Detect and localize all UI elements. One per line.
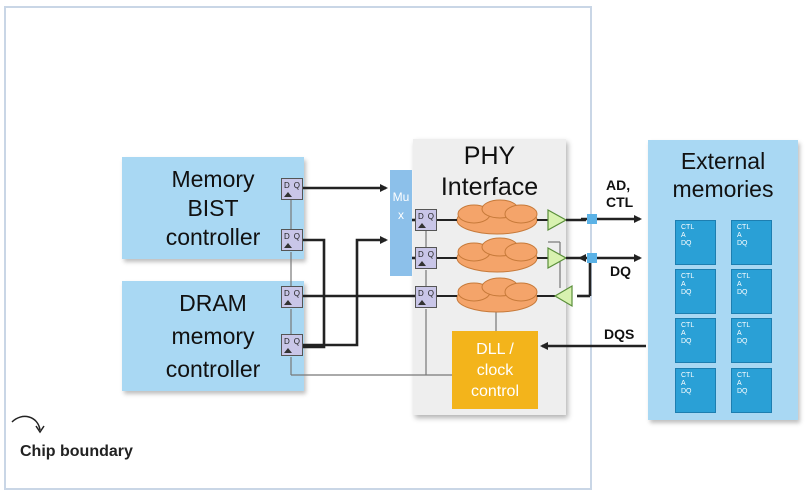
signal-label-dqs: DQS [604,326,635,342]
chip-boundary-icon [11,415,45,434]
chip-boundary-label: Chip boundary [20,443,133,460]
thick-wires [303,184,646,350]
dll-clock-control-block: DLL / clock control [452,331,538,409]
memory-bist-label: Memory BIST controller [165,165,261,250]
phy-interface-title: PHY Interface [440,142,539,201]
pad-dq [587,253,597,263]
signal-label-ad-ctl: AD, CTL [606,177,634,210]
dll-label: DLL / clock control [470,340,520,400]
memory-bist-controller: Memory BIST controller [122,157,304,259]
signal-label-dq: DQ [610,263,631,279]
thin-lines [290,200,561,376]
external-memories-label: External memories [672,148,774,202]
output-buffer-adctl [547,208,568,232]
dram-memory-controller: DRAM memory controller [122,281,304,391]
logic-clouds [456,199,538,313]
external-memories-title: External memories [648,147,798,203]
pipeline-links [437,219,555,297]
input-buffer-dq [553,284,573,308]
io-buffers [547,208,573,308]
bist-loop-wire [303,238,326,349]
mux-label: Mux [392,190,410,222]
dram-label: DRAM memory controller [165,289,261,382]
mux-block [390,170,412,276]
pad-adctl [587,214,597,224]
output-buffer-dq [547,246,568,270]
dram-to-mux-arrow [303,236,388,347]
external-memories-block [648,140,798,420]
